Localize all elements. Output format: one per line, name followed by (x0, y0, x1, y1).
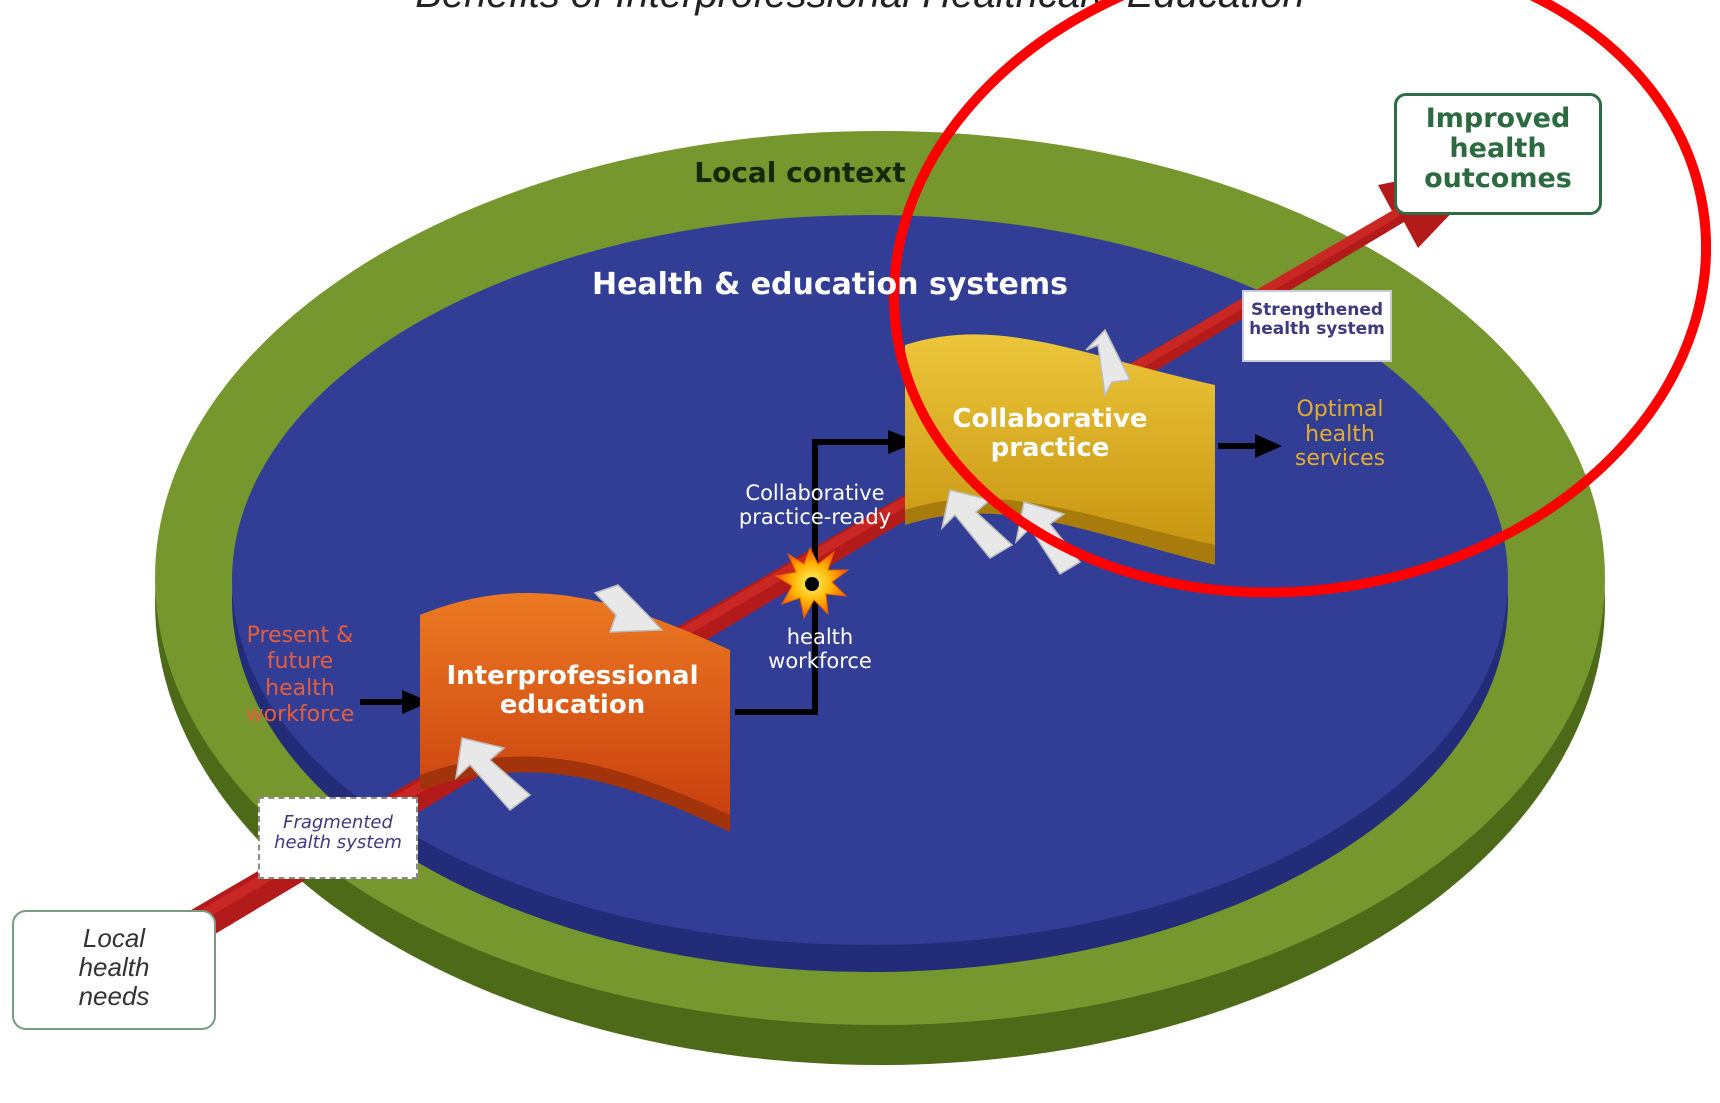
systems-label: Health & education systems (591, 267, 1069, 302)
feedback-arrow-icon (454, 737, 532, 812)
health-workforce-label: health workforce (768, 625, 872, 673)
feedback-arrow-icon (1085, 328, 1132, 398)
fragmented-label: Fragmented health system (274, 812, 402, 854)
practice-banner-shadow (905, 493, 1215, 565)
optimal-services-label: Optimal health services (1294, 397, 1386, 472)
burst-center (805, 577, 819, 591)
annotation-highlight-circle (888, 0, 1712, 598)
strengthened-label: Strengthened health system (1249, 300, 1385, 340)
local-needs-label: Local health needs (78, 923, 150, 1012)
practice-ready-label: Collaborative practice-ready (738, 481, 892, 529)
ipe-label: Interprofessional education (446, 661, 699, 721)
collab-practice-label: Collaborative practice (952, 404, 1148, 464)
feedback-arrow-icon (940, 489, 1014, 559)
local-context-label: Local context (694, 156, 906, 189)
local-needs-box: Local health needs (12, 910, 216, 1030)
input-arrow (360, 690, 430, 714)
feedback-arrow-icon (593, 584, 664, 633)
output-arrow (1218, 434, 1282, 458)
connector-arrowhead (888, 430, 918, 454)
improved-outcomes-label: Improved health outcomes (1424, 103, 1572, 195)
ipe-banner (420, 592, 730, 815)
present-future-label: Present & future health workforce (245, 623, 355, 728)
improved-outcomes-box: Improved health outcomes (1394, 93, 1602, 215)
strengthened-box: Strengthened health system (1242, 290, 1392, 362)
fragmented-box: Fragmented health system (258, 797, 418, 879)
